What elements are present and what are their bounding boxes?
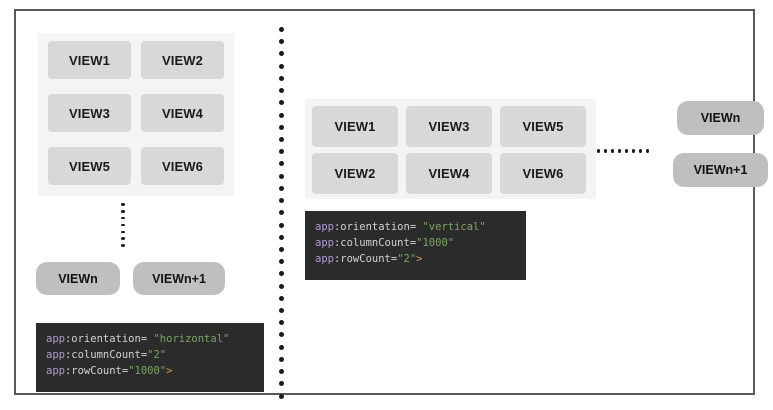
- code-attribute: :columnCount=: [333, 237, 417, 249]
- code-string: "2": [397, 253, 417, 265]
- divider-dot: [278, 344, 284, 350]
- code-attribute: :orientation=: [64, 333, 148, 345]
- right-view-pill-viewn-plus-1: VIEWn+1: [673, 153, 768, 187]
- code-line: app:columnCount="1000": [315, 235, 516, 251]
- ellipsis-dot: [121, 223, 125, 227]
- code-string: "horizontal": [153, 333, 230, 345]
- left-view-chip-view2: VIEW2: [141, 41, 224, 79]
- divider-dot: [278, 39, 284, 45]
- divider-dot: [278, 161, 284, 167]
- divider-dot: [278, 112, 284, 118]
- divider-dot: [278, 63, 284, 69]
- divider-dot: [278, 356, 284, 362]
- right-view-chip-view2: VIEW2: [312, 153, 398, 194]
- left-view-chip-view3: VIEW3: [48, 94, 131, 132]
- code-namespace: app: [46, 333, 65, 345]
- divider-dot: [278, 173, 284, 179]
- right-ellipsis-dots: [595, 143, 651, 159]
- ellipsis-dot: [625, 149, 628, 153]
- left-ellipsis-dots: [113, 201, 133, 249]
- right-view-chip-view1: VIEW1: [312, 106, 398, 147]
- left-view-chip-view1: VIEW1: [48, 41, 131, 79]
- ellipsis-dot: [121, 203, 125, 206]
- code-namespace: app: [315, 253, 334, 265]
- code-namespace: app: [46, 349, 65, 361]
- code-namespace: app: [46, 365, 65, 377]
- code-string: "2": [147, 349, 167, 361]
- divider-dot: [278, 75, 284, 81]
- center-dotted-divider: [278, 27, 284, 399]
- ellipsis-dot: [604, 149, 607, 153]
- divider-dot: [278, 283, 284, 289]
- divider-dot: [278, 234, 284, 240]
- divider-dot: [278, 295, 284, 301]
- divider-dot: [278, 136, 284, 142]
- divider-dot: [278, 198, 284, 204]
- divider-dot: [278, 308, 284, 314]
- divider-dot: [278, 332, 284, 338]
- ellipsis-dot: [632, 149, 635, 153]
- ellipsis-dot: [121, 237, 125, 240]
- code-line: app:columnCount="2": [46, 347, 254, 363]
- ellipsis-dot: [121, 210, 125, 213]
- divider-dot: [278, 51, 284, 57]
- divider-dot: [278, 271, 284, 277]
- right-view-chip-view4: VIEW4: [406, 153, 492, 194]
- code-attribute: :orientation=: [333, 221, 417, 233]
- code-namespace: app: [315, 221, 334, 233]
- code-tag-close: >: [416, 253, 423, 265]
- divider-dot: [278, 246, 284, 252]
- ellipsis-dot: [639, 149, 642, 153]
- ellipsis-dot: [646, 149, 649, 153]
- code-namespace: app: [315, 237, 334, 249]
- code-string: "1000": [416, 237, 455, 249]
- code-line: app:orientation= "horizontal": [46, 331, 254, 347]
- code-line: app:orientation= "vertical": [315, 219, 516, 235]
- code-line: app:rowCount="2">: [315, 251, 516, 267]
- left-view-pill-viewn-plus-1: VIEWn+1: [133, 262, 225, 295]
- ellipsis-dot: [597, 149, 600, 153]
- code-string: "1000": [128, 365, 167, 377]
- divider-dot: [278, 369, 284, 375]
- right-view-chip-view5: VIEW5: [500, 106, 586, 147]
- divider-dot: [278, 124, 284, 130]
- divider-dot: [278, 185, 284, 191]
- divider-dot: [278, 210, 284, 216]
- right-view-chip-view3: VIEW3: [406, 106, 492, 147]
- right-view-pill-viewn: VIEWn: [677, 101, 764, 135]
- left-view-chip-view5: VIEW5: [48, 147, 131, 185]
- code-string: "vertical": [422, 221, 486, 233]
- code-tag-close: >: [166, 365, 173, 377]
- ellipsis-dot: [121, 216, 125, 220]
- code-attribute: :columnCount=: [64, 349, 148, 361]
- divider-dot: [278, 393, 284, 399]
- divider-dot: [278, 27, 284, 32]
- divider-dot: [278, 88, 284, 94]
- right-code-block: app:orientation= "vertical" app:columnCo…: [305, 211, 526, 280]
- divider-dot: [278, 259, 284, 265]
- ellipsis-dot: [121, 244, 125, 247]
- left-code-block: app:orientation= "horizontal" app:column…: [36, 323, 264, 392]
- divider-dot: [278, 320, 284, 326]
- left-view-chip-view4: VIEW4: [141, 94, 224, 132]
- right-view-chip-view6: VIEW6: [500, 153, 586, 194]
- ellipsis-dot: [618, 149, 621, 153]
- left-view-chip-view6: VIEW6: [141, 147, 224, 185]
- diagram-frame: VIEW1 VIEW2 VIEW3 VIEW4 VIEW5 VIEW6 VIEW…: [14, 9, 768, 399]
- code-line: app:rowCount="1000">: [46, 363, 254, 379]
- divider-dot: [278, 149, 284, 155]
- ellipsis-dot: [121, 230, 125, 234]
- code-attribute: :rowCount=: [64, 365, 129, 377]
- ellipsis-dot: [611, 149, 614, 153]
- divider-dot: [278, 100, 284, 106]
- divider-dot: [278, 222, 284, 228]
- divider-dot: [278, 381, 284, 387]
- code-attribute: :rowCount=: [333, 253, 398, 265]
- left-view-pill-viewn: VIEWn: [36, 262, 120, 295]
